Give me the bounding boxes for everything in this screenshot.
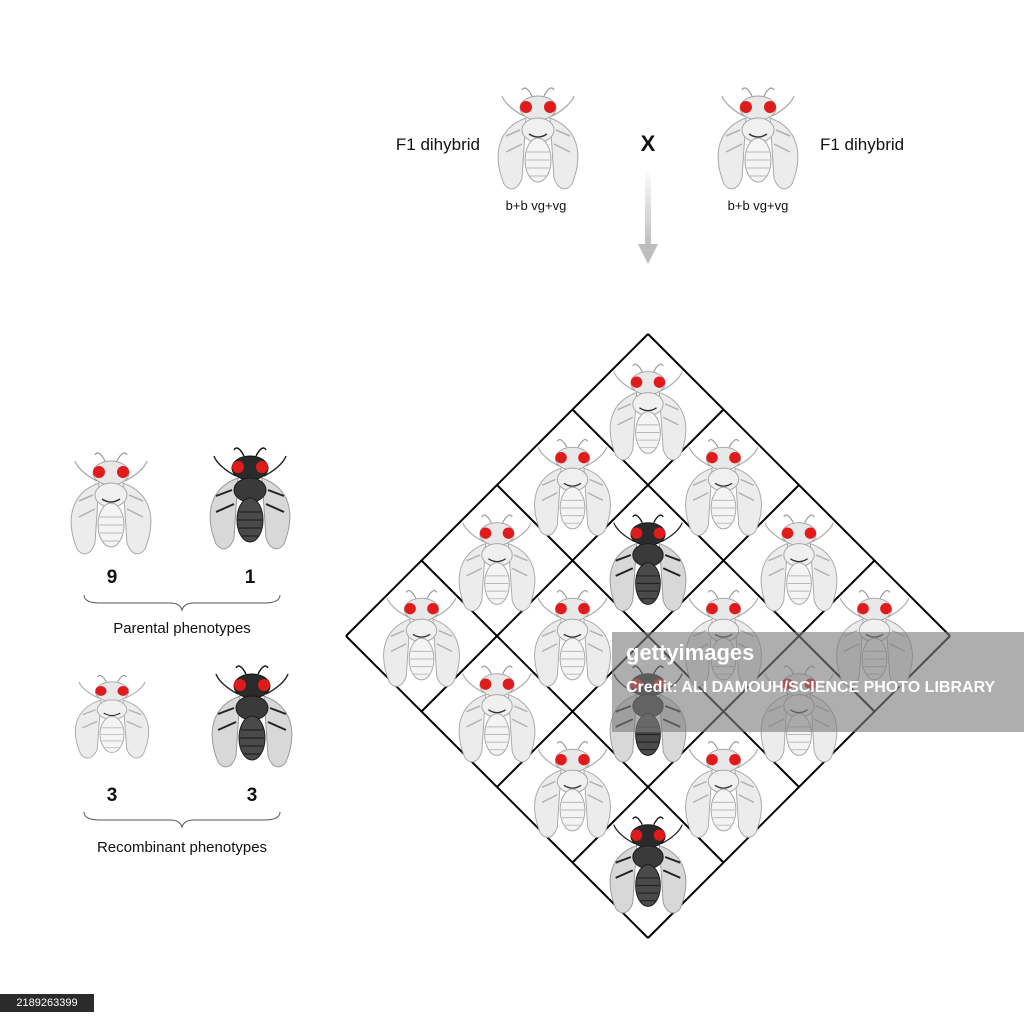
punnett-wild-fly [533, 438, 612, 537]
parental-wild-fly [70, 452, 152, 555]
recombinant-brace [83, 811, 281, 829]
punnett-black-fly [609, 816, 687, 914]
parental-caption: Parental phenotypes [113, 620, 251, 637]
parental-brace [83, 594, 281, 612]
punnett-wild-fly [458, 665, 536, 763]
watermark-brand: gettyimages [626, 640, 755, 665]
recombinant-caption: Recombinant phenotypes [97, 839, 267, 856]
image-id-tag: 2189263399 [0, 994, 94, 1012]
left-parent-fly [497, 87, 579, 190]
right-parent-genotype: b+b vg+vg [728, 198, 789, 213]
right-parent-fly [717, 87, 799, 190]
punnett-wild-fly [382, 589, 461, 688]
watermark-banner: gettyimages Credit: ALI DAMOUH/SCIENCE P… [612, 632, 1024, 732]
arrow-head [638, 244, 658, 264]
punnett-black-fly [609, 514, 687, 612]
parental-count-black: 1 [245, 567, 256, 588]
punnett-wild-fly [760, 514, 838, 612]
recombinant-count-wild: 3 [107, 785, 118, 806]
recombinant-count-black: 3 [247, 785, 258, 806]
punnett-wild-fly [684, 740, 763, 839]
punnett-wild-fly [533, 589, 612, 688]
parental-count-wild: 9 [107, 567, 118, 588]
parental-black-fly [209, 447, 291, 550]
punnett-wild-fly [458, 514, 536, 612]
left-parent-label: F1 dihybrid [396, 135, 480, 154]
punnett-wild-fly [609, 363, 687, 461]
left-parent-genotype: b+b vg+vg [506, 198, 567, 213]
recombinant-wild-vestigial-fly [74, 674, 150, 759]
watermark-credit: Credit: ALI DAMOUH/SCIENCE PHOTO LIBRARY [626, 679, 996, 696]
punnett-wild-fly [533, 740, 612, 839]
arrow-shaft [645, 168, 651, 246]
cross-symbol: X [641, 131, 656, 156]
right-parent-label: F1 dihybrid [820, 135, 904, 154]
recombinant-black-fly [211, 665, 293, 768]
punnett-wild-fly [684, 438, 763, 537]
